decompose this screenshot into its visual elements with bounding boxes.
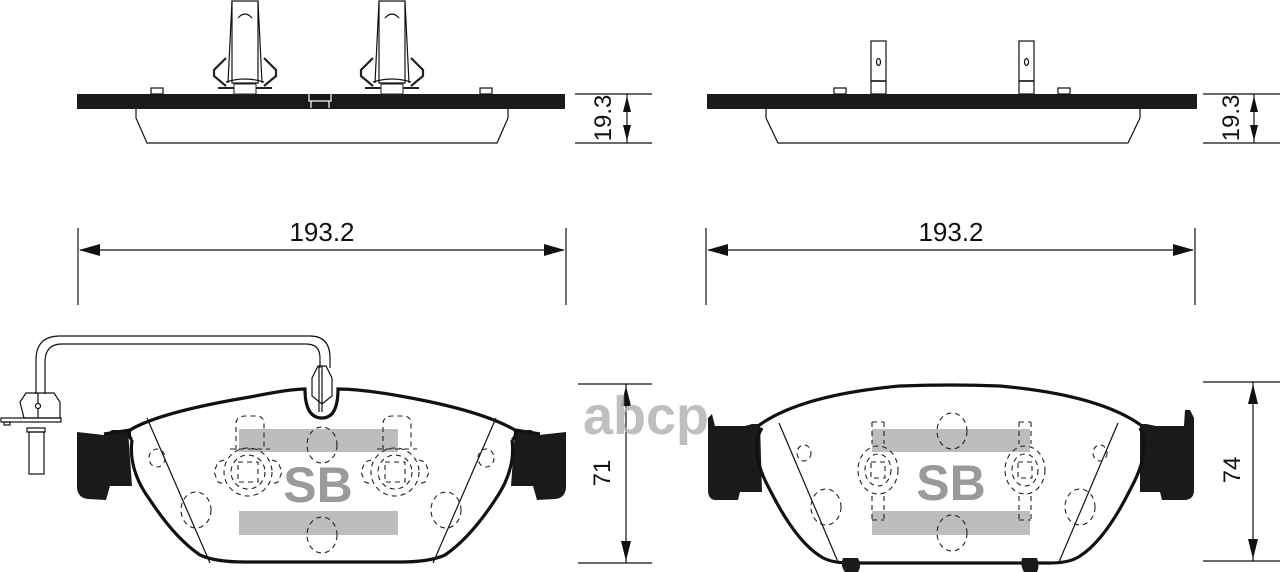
watermark: abcp (583, 386, 709, 446)
left-width-label: 193.2 (289, 217, 354, 247)
brand-logo: SB (283, 457, 352, 513)
left-pad-front-view: SB (0, 335, 652, 564)
pin-icon (870, 40, 887, 95)
right-height-label: 74 (1219, 457, 1246, 484)
left-height-label: 71 (589, 460, 616, 487)
left-width-dimension: 193.2 (77, 217, 567, 305)
right-width-dimension: 193.2 (705, 217, 1196, 305)
clip-icon (212, 0, 278, 95)
clip-outline-icon (360, 415, 430, 497)
logo-bar-bottom (239, 511, 398, 535)
brand-logo: SB (916, 455, 985, 511)
clip-outline-icon (213, 415, 283, 497)
clip-outline-icon (1004, 421, 1046, 521)
logo-bar-top (239, 429, 398, 452)
left-side-view: 19.3 (77, 0, 652, 144)
clip-outline-icon (857, 421, 899, 521)
right-thickness-label: 19.3 (1218, 95, 1245, 142)
pin-icon (1018, 40, 1035, 95)
right-side-view: 19.3 (707, 40, 1280, 144)
wear-sensor-icon (0, 335, 333, 475)
right-width-label: 193.2 (918, 217, 983, 247)
right-pad-front-view: SB 74 (708, 381, 1280, 572)
logo-bar-top (872, 429, 1030, 452)
clip-icon (359, 0, 425, 95)
left-thickness-label: 19.3 (590, 95, 617, 142)
